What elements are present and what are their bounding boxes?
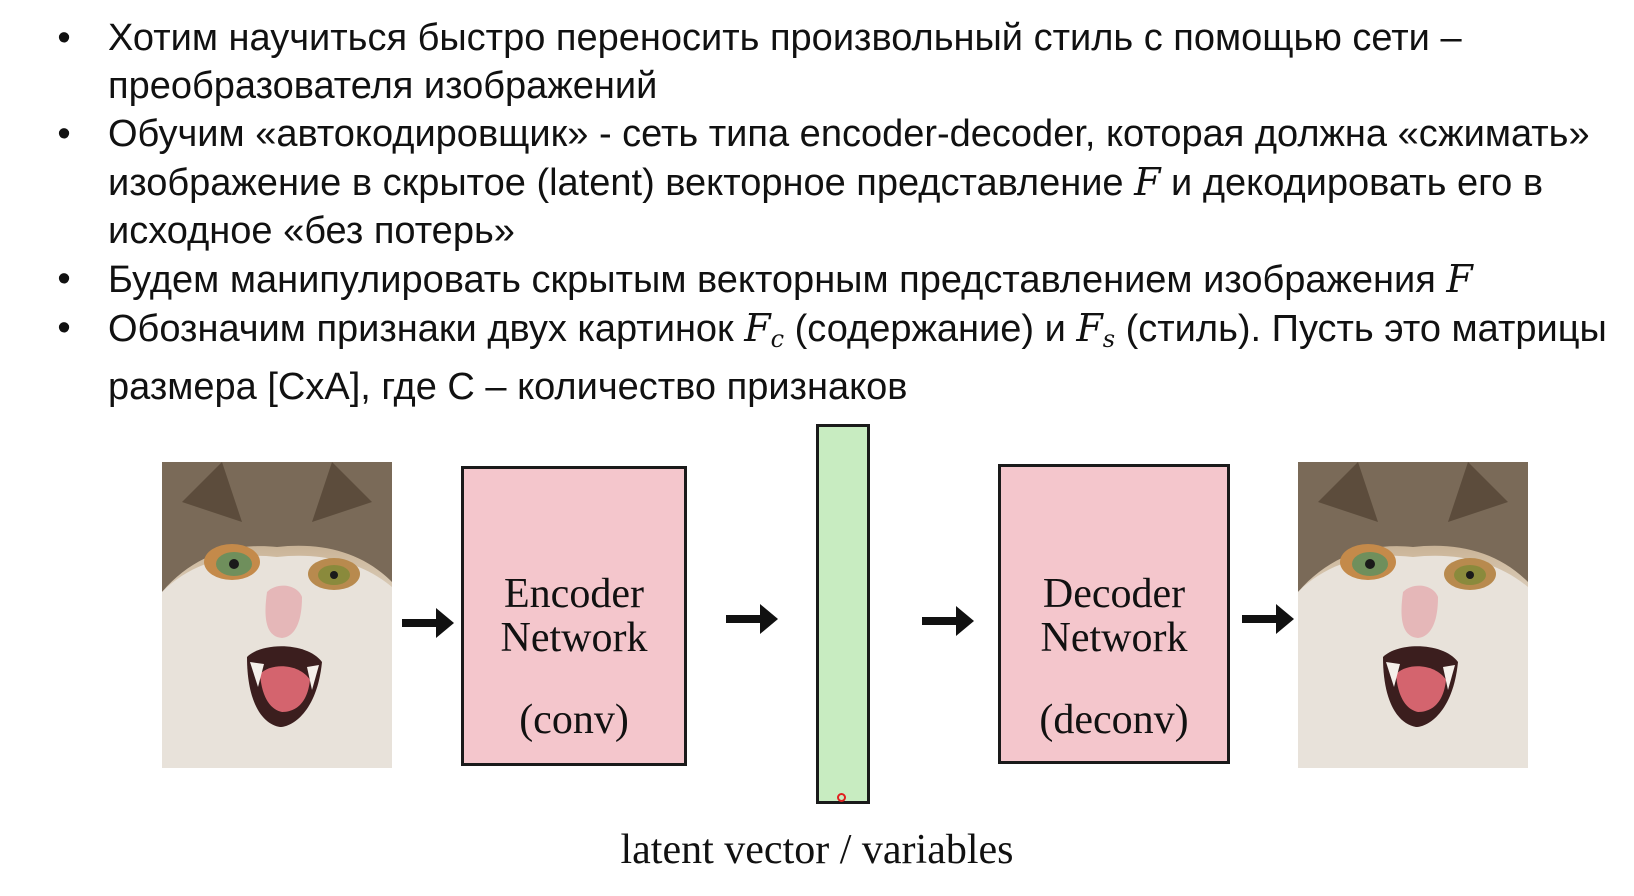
math-Fs: Fs (1076, 306, 1116, 353)
bullet-3-text: Будем манипулировать скрытым векторным п… (108, 259, 1436, 301)
decoder-line3: (deconv) (1039, 697, 1189, 743)
latent-caption: latent vector / variables (620, 827, 1014, 873)
arrow-right-icon (402, 608, 454, 638)
bullet-dot: • (57, 17, 71, 59)
encoder-line1: Encoder (504, 571, 644, 617)
latent-vector-bar (816, 424, 870, 804)
encoder-line2: Network (500, 615, 648, 661)
encoder-line3: (conv) (519, 697, 629, 743)
bullet-list: • Хотим научиться быстро переносить прои… (54, 14, 1614, 411)
decoder-line2: Network (1040, 615, 1188, 661)
bullet-dot: • (57, 113, 71, 155)
decoder-line1: Decoder (1042, 571, 1186, 617)
bullet-4: • Обозначим признаки двух картинок Fc (с… (54, 304, 1614, 411)
input-cat-image (162, 462, 392, 768)
bullet-2: • Обучим «автокодировщик» - сеть типа en… (54, 110, 1614, 255)
output-cat-image (1298, 462, 1528, 768)
math-F: F (1446, 257, 1473, 301)
pointer-indicator (837, 793, 846, 802)
arrow-right-icon (1242, 604, 1294, 634)
bullet-dot: • (57, 307, 71, 349)
arrow-right-icon (726, 604, 778, 634)
bullet-4-post: (стиль). Пусть это матрицы размера [CxA]… (108, 308, 1607, 408)
bullet-1: • Хотим научиться быстро переносить прои… (54, 14, 1614, 110)
bullet-2-text: Обучим «автокодировщик» - сеть типа enco… (108, 113, 1590, 204)
bullet-3: • Будем манипулировать скрытым векторным… (54, 255, 1614, 304)
decoder-network-box: Decoder Network (deconv) (998, 464, 1230, 764)
bullet-4-mid: (содержание) и (784, 308, 1077, 350)
bullet-2-tail: и декодировать его в исходное «без потер… (108, 162, 1544, 252)
arrow-right-icon (922, 606, 974, 636)
bullet-4-pre: Обозначим признаки двух картинок (108, 308, 745, 350)
bullet-dot: • (57, 258, 71, 300)
bullet-1-text: Хотим научиться быстро переносить произв… (108, 17, 1462, 107)
math-Fc: Fc (744, 306, 785, 353)
encoder-network-box: Encoder Network (conv) (461, 466, 687, 766)
math-F: F (1134, 160, 1161, 204)
